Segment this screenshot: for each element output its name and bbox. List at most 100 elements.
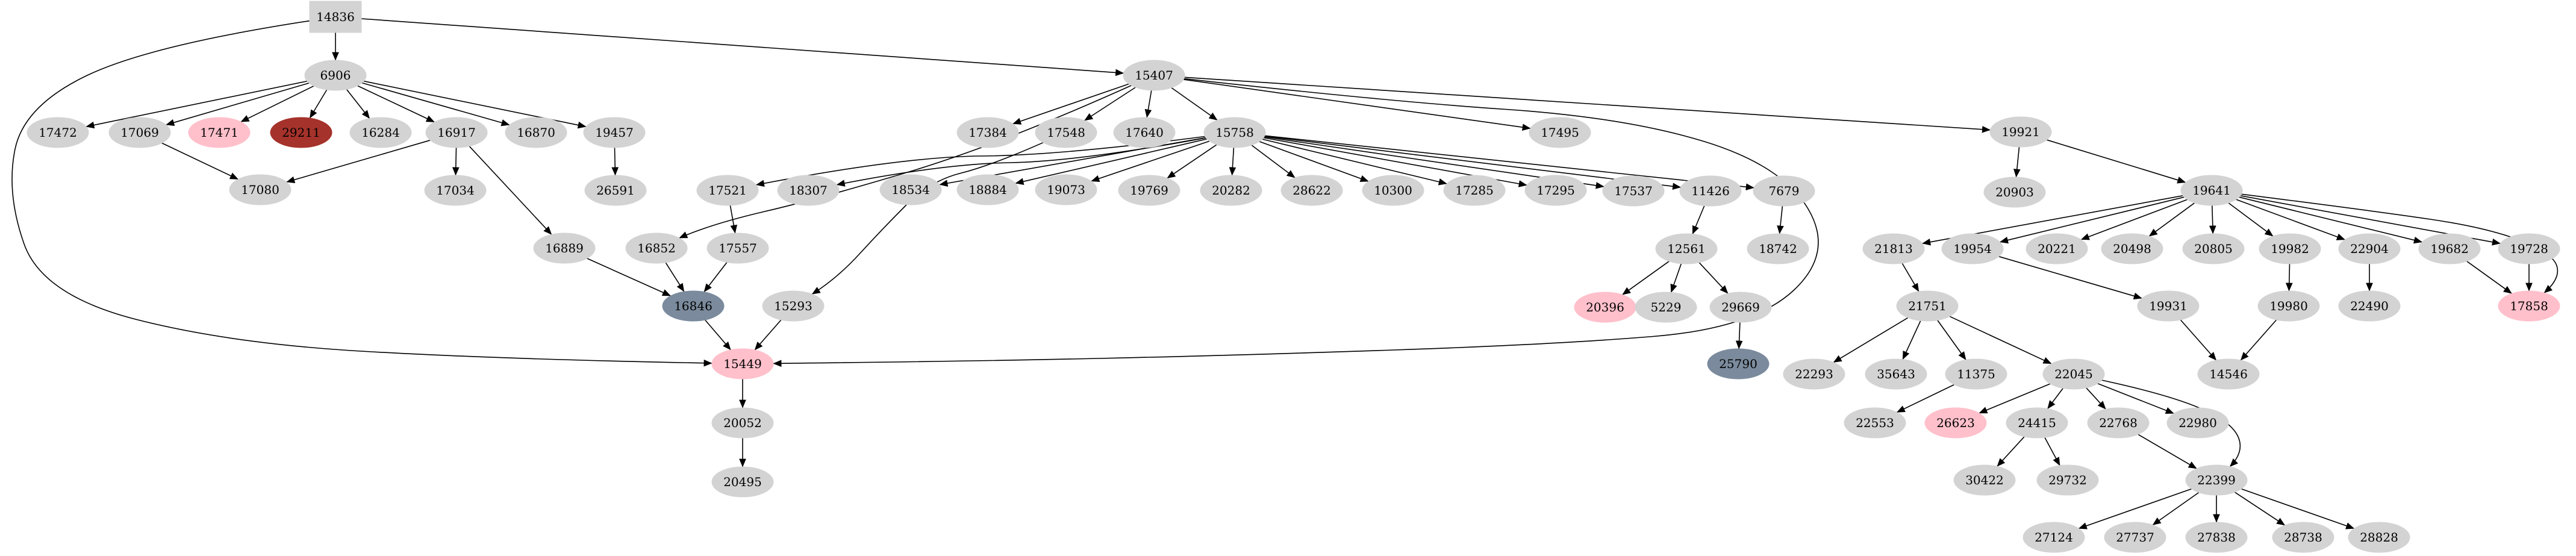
graph-node-22293: 22293 [1783, 358, 1845, 390]
graph-edge-15407-16852 [679, 85, 1132, 239]
node-label: 24415 [2018, 416, 2056, 430]
node-shape [1707, 348, 1770, 380]
graph-node-15293: 15293 [762, 290, 825, 322]
node-label: 17384 [968, 125, 1007, 140]
node-shape [2180, 175, 2243, 206]
graph-edge-15758-11426 [1264, 136, 1682, 190]
node-shape [1362, 175, 1424, 206]
node-label: 17034 [436, 183, 475, 198]
graph-edge-15758-17285 [1262, 139, 1447, 186]
node-shape [2022, 522, 2085, 553]
node-shape [27, 117, 89, 148]
graph-node-17495: 17495 [1529, 117, 1591, 148]
graph-edge-15407-17548 [1084, 87, 1136, 121]
node-label: 14836 [316, 10, 355, 24]
graph-node-7679: 7679 [1753, 175, 1815, 207]
graph-edge-6906-16917 [357, 85, 435, 123]
node-label: 18742 [1759, 242, 1797, 256]
graph-node-22980: 22980 [2166, 407, 2229, 439]
graph-node-19457: 19457 [583, 117, 646, 148]
graph-node-29211: 29211 [270, 117, 332, 148]
graph-edge-15758-19769 [1167, 144, 1217, 179]
graph-edge-19682-17858 [2466, 261, 2512, 294]
node-label: 17537 [1614, 184, 1653, 198]
node-label: 27838 [2197, 530, 2236, 545]
node-shape [2272, 522, 2334, 553]
node-label: 27737 [2116, 530, 2154, 545]
graph-edge-15758-17521 [755, 136, 1205, 187]
node-label: 21751 [1908, 299, 1947, 313]
graph-edge-15293-15449 [754, 319, 782, 351]
node-shape [2257, 290, 2320, 322]
graph-edge-12561-29669 [1698, 262, 1729, 294]
node-label: 22399 [2197, 473, 2236, 487]
node-shape [879, 174, 942, 205]
node-label: 5229 [1651, 300, 1682, 314]
graph-edge-15758-7679 [1264, 135, 1754, 191]
graph-edge-6906-29211 [309, 89, 328, 119]
node-shape [711, 348, 774, 380]
node-shape [188, 117, 251, 148]
node-shape [1753, 175, 1815, 207]
graph-node-19073: 19073 [1035, 174, 1097, 205]
node-label: 17495 [1541, 125, 1579, 140]
node-shape [762, 290, 825, 322]
graph-edge-12561-20396 [1622, 261, 1670, 295]
node-shape [777, 175, 840, 206]
node-label: 22768 [2099, 416, 2138, 430]
node-label: 26591 [596, 183, 635, 198]
graph-edge-14836-15449 [11, 20, 713, 367]
node-shape [425, 117, 488, 148]
graph-edge-15758-28622 [1251, 145, 1296, 178]
node-label: 7679 [1769, 184, 1800, 198]
graph-node-17548: 17548 [1035, 117, 1097, 148]
node-shape [2185, 522, 2248, 553]
graph-node-21813: 21813 [1862, 233, 1925, 264]
graph-edge-24415-30422 [1997, 436, 2025, 467]
node-shape [2418, 233, 2481, 264]
graph-edge-15758-18884 [1015, 138, 1208, 185]
graph-node-25790: 25790 [1707, 348, 1770, 380]
graph-edge-6906-17471 [240, 85, 314, 123]
node-label: 19728 [2510, 242, 2548, 256]
node-label: 19073 [1047, 183, 1085, 197]
graph-edge-14836-15407 [361, 18, 1124, 77]
node-label: 15449 [723, 357, 762, 371]
node-label: 16889 [545, 241, 584, 255]
graph-edge-11375-22553 [1896, 384, 1954, 413]
graph-edge-17069-17080 [161, 142, 239, 180]
node-shape [2087, 407, 2150, 439]
node-shape [424, 175, 487, 206]
graph-node-24415: 24415 [2006, 407, 2068, 439]
node-shape [706, 233, 769, 264]
node-shape [584, 175, 647, 206]
node-label: 20903 [1995, 185, 2034, 199]
node-shape [505, 117, 567, 148]
graph-node-14836: 14836 [309, 1, 362, 33]
graph-edge-6906-16870 [361, 82, 510, 127]
graph-edge-19641-17858 [2241, 193, 2559, 293]
graph-edge-19980-14546 [2240, 319, 2277, 361]
graph-node-35643: 35643 [1865, 358, 1927, 390]
graph-node-11375: 11375 [1945, 358, 2007, 390]
graph-edge-16917-17080 [286, 140, 431, 184]
graph-node-19921: 19921 [1989, 116, 2052, 148]
graph-node-14546: 14546 [2197, 358, 2260, 390]
node-label: 28828 [2360, 530, 2398, 545]
graph-node-18884: 18884 [956, 174, 1019, 205]
node-shape [1865, 358, 1927, 390]
node-label: 22490 [2350, 299, 2389, 313]
graph-edge-19982-19980 [2285, 263, 2293, 292]
node-label: 26623 [1936, 416, 1975, 430]
node-label: 17080 [241, 183, 279, 197]
node-label: 19641 [2192, 183, 2231, 198]
graph-node-28622: 28622 [1280, 175, 1343, 206]
node-label: 20282 [1212, 183, 1250, 198]
node-label: 22980 [2178, 416, 2217, 430]
graph-node-22490: 22490 [2338, 290, 2401, 322]
graph-node-15407: 15407 [1123, 60, 1185, 91]
node-shape [1989, 116, 2052, 148]
graph-edge-11426-12561 [1692, 205, 1705, 235]
